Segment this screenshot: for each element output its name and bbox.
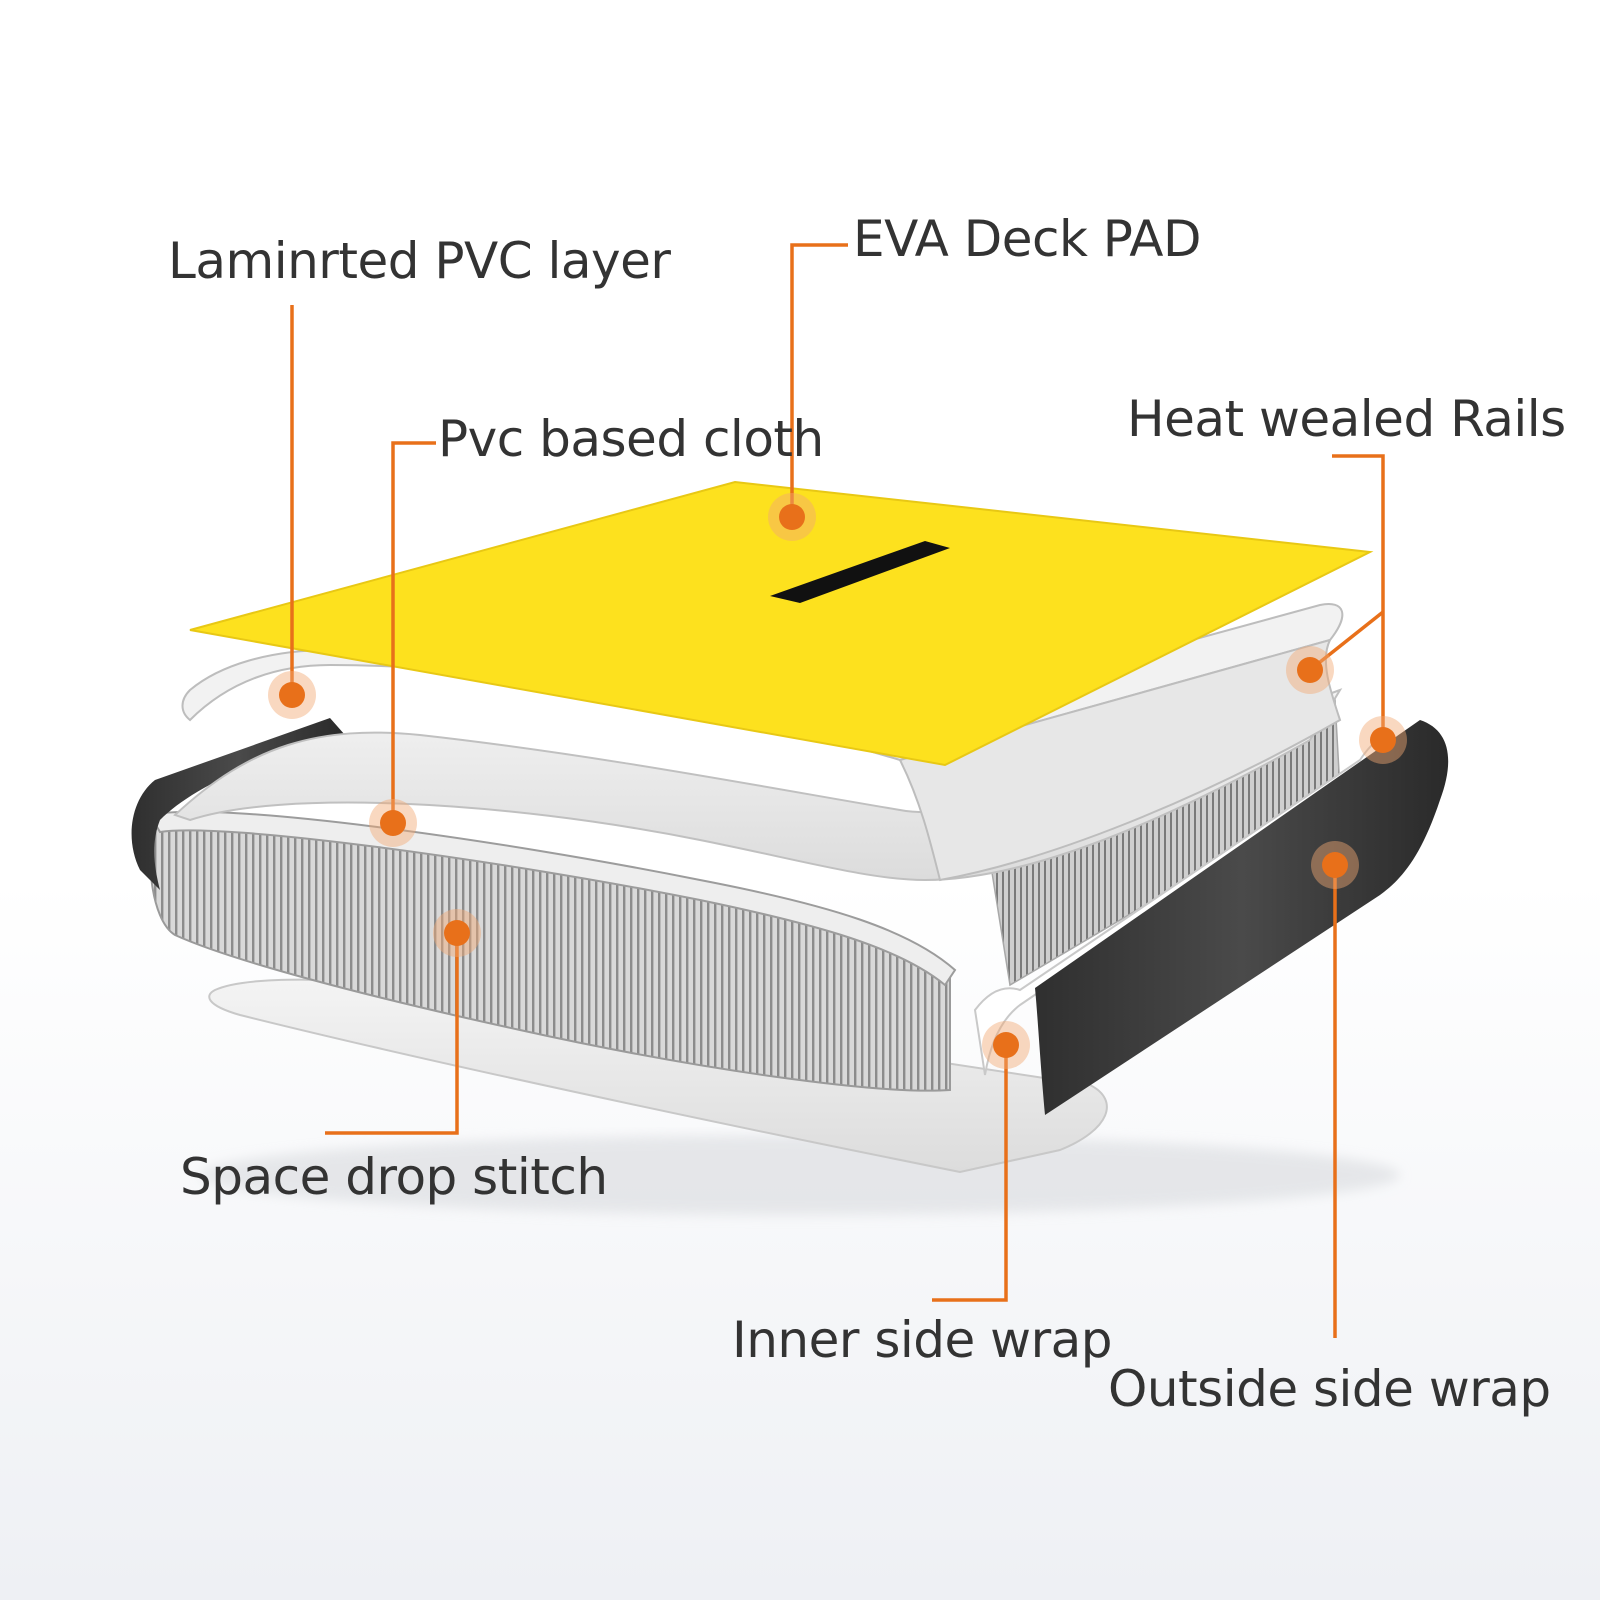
leader-space xyxy=(325,933,459,1135)
deck-handle xyxy=(770,541,950,603)
dot-rails-lower xyxy=(1359,716,1407,764)
eva-deck-pad xyxy=(189,480,1374,767)
label-inner-side-wrap: Inner side wrap xyxy=(732,1311,1113,1369)
leader-lines xyxy=(290,243,1385,1338)
pvc-cloth-rim xyxy=(148,810,957,987)
label-pvc-based-cloth: Pvc based cloth xyxy=(438,410,824,468)
label-heat-wealed-rails: Heat wealed Rails xyxy=(1127,390,1566,448)
right-outer-wrap xyxy=(1035,720,1449,1115)
dot-rails-upper xyxy=(1286,646,1334,694)
label-laminated-pvc-layer: Laminrted PVC layer xyxy=(168,232,671,290)
leader-rails xyxy=(1332,454,1385,740)
laminated-pvc-curl xyxy=(898,638,1342,882)
leader-inner xyxy=(932,1045,1008,1302)
leader-rails-branch xyxy=(1308,610,1385,672)
dot-eva xyxy=(768,493,816,541)
label-outside-side-wrap: Outside side wrap xyxy=(1108,1360,1551,1418)
dot-space xyxy=(433,909,481,957)
dot-laminated xyxy=(268,671,316,719)
dot-inner xyxy=(982,1021,1030,1069)
label-eva-deck-pad: EVA Deck PAD xyxy=(853,210,1201,268)
leader-pvc-cloth xyxy=(391,441,436,823)
dot-pvc-cloth xyxy=(369,799,417,847)
callout-dots xyxy=(268,493,1407,1069)
ground-shadow xyxy=(200,1135,1400,1215)
left-outer-wrap xyxy=(131,718,345,890)
label-space-drop-stitch: Space drop stitch xyxy=(180,1148,608,1206)
leader-eva xyxy=(790,243,848,517)
dot-outside xyxy=(1311,841,1359,889)
